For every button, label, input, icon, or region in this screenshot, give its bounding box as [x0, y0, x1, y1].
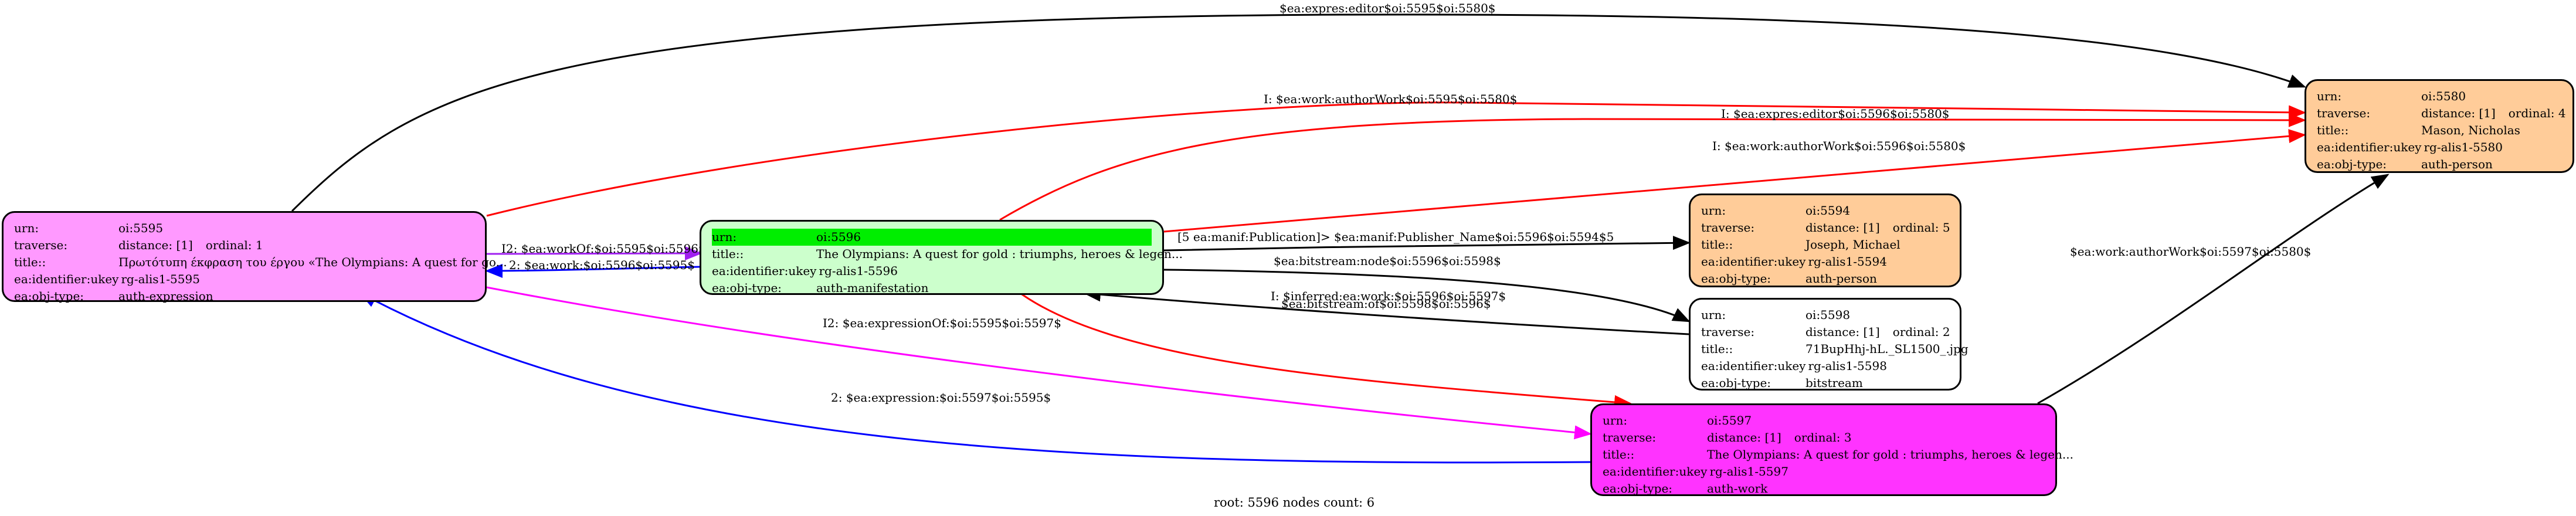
ukey-value: rg-alis1-5596	[819, 264, 898, 278]
ukey-value: rg-alis1-5594	[1808, 254, 1887, 269]
field-label: title::	[712, 247, 744, 261]
node-oi-5594[interactable]: urn: oi:5594 traverse: distance: [1] ordina…	[1689, 193, 1961, 287]
edge-label: I2: $ea:expressionOf:$oi:5595$oi:5597$	[823, 316, 1061, 330]
field-label: ea:identifier:ukey	[1603, 464, 1708, 478]
title-value: The Olympians: A quest for gold : triump…	[816, 247, 1183, 261]
field-label: urn:	[14, 221, 39, 235]
field-label: ea:obj-type:	[1701, 376, 1771, 390]
field-label: title::	[1603, 447, 1635, 461]
traverse-value: distance: [1]	[1805, 220, 1880, 235]
edge-label: I: $ea:expres:editor$oi:5596$oi:5580$	[1721, 107, 1950, 121]
field-label: urn:	[1603, 413, 1628, 427]
edge-expression-5597-5595	[359, 292, 1591, 464]
edge-bitstream-node-5596-5598	[1163, 269, 1691, 322]
ukey-value: rg-alis1-5597	[1709, 464, 1788, 478]
edge-label: 2: $ea:expression:$oi:5597$oi:5595$	[831, 391, 1051, 405]
field-label: title::	[14, 255, 46, 269]
field-label: urn:	[1701, 308, 1726, 322]
traverse-value: distance: [1]	[118, 238, 193, 252]
objtype-value: auth-person	[1805, 271, 1877, 286]
ordinal-value: ordinal: 4	[2508, 106, 2566, 120]
objtype-value: auth-person	[2421, 157, 2493, 171]
node-oi-5580[interactable]: urn: oi:5580 traverse: distance: [1] ordina…	[2305, 79, 2574, 173]
ukey-value: rg-alis1-5598	[1808, 359, 1887, 373]
edge-label: $ea:bitstream:node$oi:5596$oi:5598$	[1274, 254, 1501, 268]
ordinal-value: ordinal: 5	[1892, 220, 1950, 235]
traverse-value: distance: [1]	[1805, 325, 1880, 339]
urn-value: oi:5594	[1805, 203, 1851, 218]
field-label: ea:identifier:ukey	[712, 264, 817, 278]
urn-value: oi:5596	[816, 230, 861, 244]
edge-label: 2: $ea:work:$oi:5596$oi:5595$	[509, 258, 695, 272]
field-label: traverse:	[1701, 220, 1755, 235]
ordinal-value: ordinal: 1	[205, 238, 263, 252]
field-label: ea:identifier:ukey	[1701, 254, 1806, 269]
title-value: Πρωτότυπη έκφραση του έργου «The Olympia…	[118, 255, 507, 269]
edge-label: $ea:work:authorWork$oi:5597$oi:5580$	[2070, 245, 2312, 259]
edge-expres-editor-5596-5580	[999, 113, 2306, 221]
ordinal-value: ordinal: 2	[1892, 325, 1950, 339]
field-label: ea:obj-type:	[14, 289, 84, 303]
node-oi-5597[interactable]: urn: oi:5597 traverse: distance: [1] ordina…	[1590, 403, 2073, 496]
title-value: Joseph, Michael	[1805, 237, 1900, 252]
objtype-value: auth-manifestation	[816, 281, 929, 295]
edge-label: I: $ea:work:authorWork$oi:5595$oi:5580$	[1264, 92, 1518, 106]
edge-publisher-5596-5594	[1163, 236, 1691, 252]
edge-workof-5595-5596	[486, 246, 702, 261]
field-label: urn:	[712, 230, 737, 244]
edge-expres-editor-5595-5580	[291, 13, 2306, 212]
graph-footer: root: 5596 nodes count: 6	[1214, 495, 1375, 510]
edge-expressionof-5595-5597	[486, 286, 1592, 440]
edge-authorwork-5597-5580	[2037, 174, 2390, 405]
field-label: traverse:	[2317, 106, 2371, 120]
edge-bitstream-of-5598-5596	[1083, 287, 1689, 335]
title-value: 71BupHhj-hL._SL1500_.jpg	[1805, 342, 1969, 356]
node-oi-5598[interactable]: urn: oi:5598 traverse: distance: [1] ordina…	[1689, 298, 1969, 391]
edge-label: $ea:bitstream:of$oi:5598$oi:5596$	[1281, 297, 1491, 311]
edge-inferred-work-5596-5597	[1016, 289, 1632, 409]
ukey-value: rg-alis1-5580	[2424, 140, 2503, 154]
edge-label: I2: $ea:workOf:$oi:5595$oi:5596$	[501, 242, 706, 256]
field-label: ea:identifier:ukey	[2317, 140, 2422, 154]
traverse-value: distance: [1]	[1707, 430, 1781, 444]
field-label: ea:obj-type:	[712, 281, 782, 295]
node-oi-5596[interactable]: urn: oi:5596 title::The Olympians: A ques…	[700, 220, 1183, 295]
title-value: Mason, Nicholas	[2421, 123, 2520, 137]
urn-value: oi:5598	[1805, 308, 1851, 322]
objtype-value: auth-work	[1707, 481, 1768, 495]
edge-label: $ea:expres:editor$oi:5595$oi:5580$	[1279, 1, 1496, 15]
urn-value: oi:5595	[118, 221, 164, 235]
field-label: ea:obj-type:	[2317, 157, 2387, 171]
field-label: traverse:	[14, 238, 68, 252]
field-label: traverse:	[1603, 430, 1657, 444]
objtype-value: bitstream	[1805, 376, 1863, 390]
objtype-value: auth-expression	[118, 289, 213, 303]
title-value: The Olympians: A quest for gold : triump…	[1707, 447, 2073, 461]
field-label: traverse:	[1701, 325, 1755, 339]
field-label: urn:	[2317, 89, 2342, 103]
field-label: ea:obj-type:	[1701, 271, 1771, 286]
field-label: urn:	[1701, 203, 1726, 218]
ukey-value: rg-alis1-5595	[121, 272, 200, 286]
edge-label: I: $inferred:ea:work:$oi:5596$oi:5597$	[1271, 289, 1506, 303]
field-label: title::	[1701, 237, 1733, 252]
field-label: ea:identifier:ukey	[1701, 359, 1806, 373]
edge-label: [5 ea:manif:Publication]> $ea:manif:Publ…	[1177, 230, 1614, 244]
field-label: title::	[2317, 123, 2349, 137]
edge-work-5596-5595	[485, 263, 701, 278]
urn-value: oi:5580	[2421, 89, 2466, 103]
ordinal-value: ordinal: 3	[1794, 430, 1852, 444]
edge-label: I: $ea:work:authorWork$oi:5596$oi:5580$	[1712, 139, 1966, 153]
field-label: title::	[1701, 342, 1733, 356]
node-oi-5595[interactable]: urn: oi:5595 traverse: distance: [1] ordina…	[2, 211, 507, 303]
field-label: ea:obj-type:	[1603, 481, 1673, 495]
traverse-value: distance: [1]	[2421, 106, 2496, 120]
field-label: ea:identifier:ukey	[14, 272, 119, 286]
urn-value: oi:5597	[1707, 413, 1752, 427]
